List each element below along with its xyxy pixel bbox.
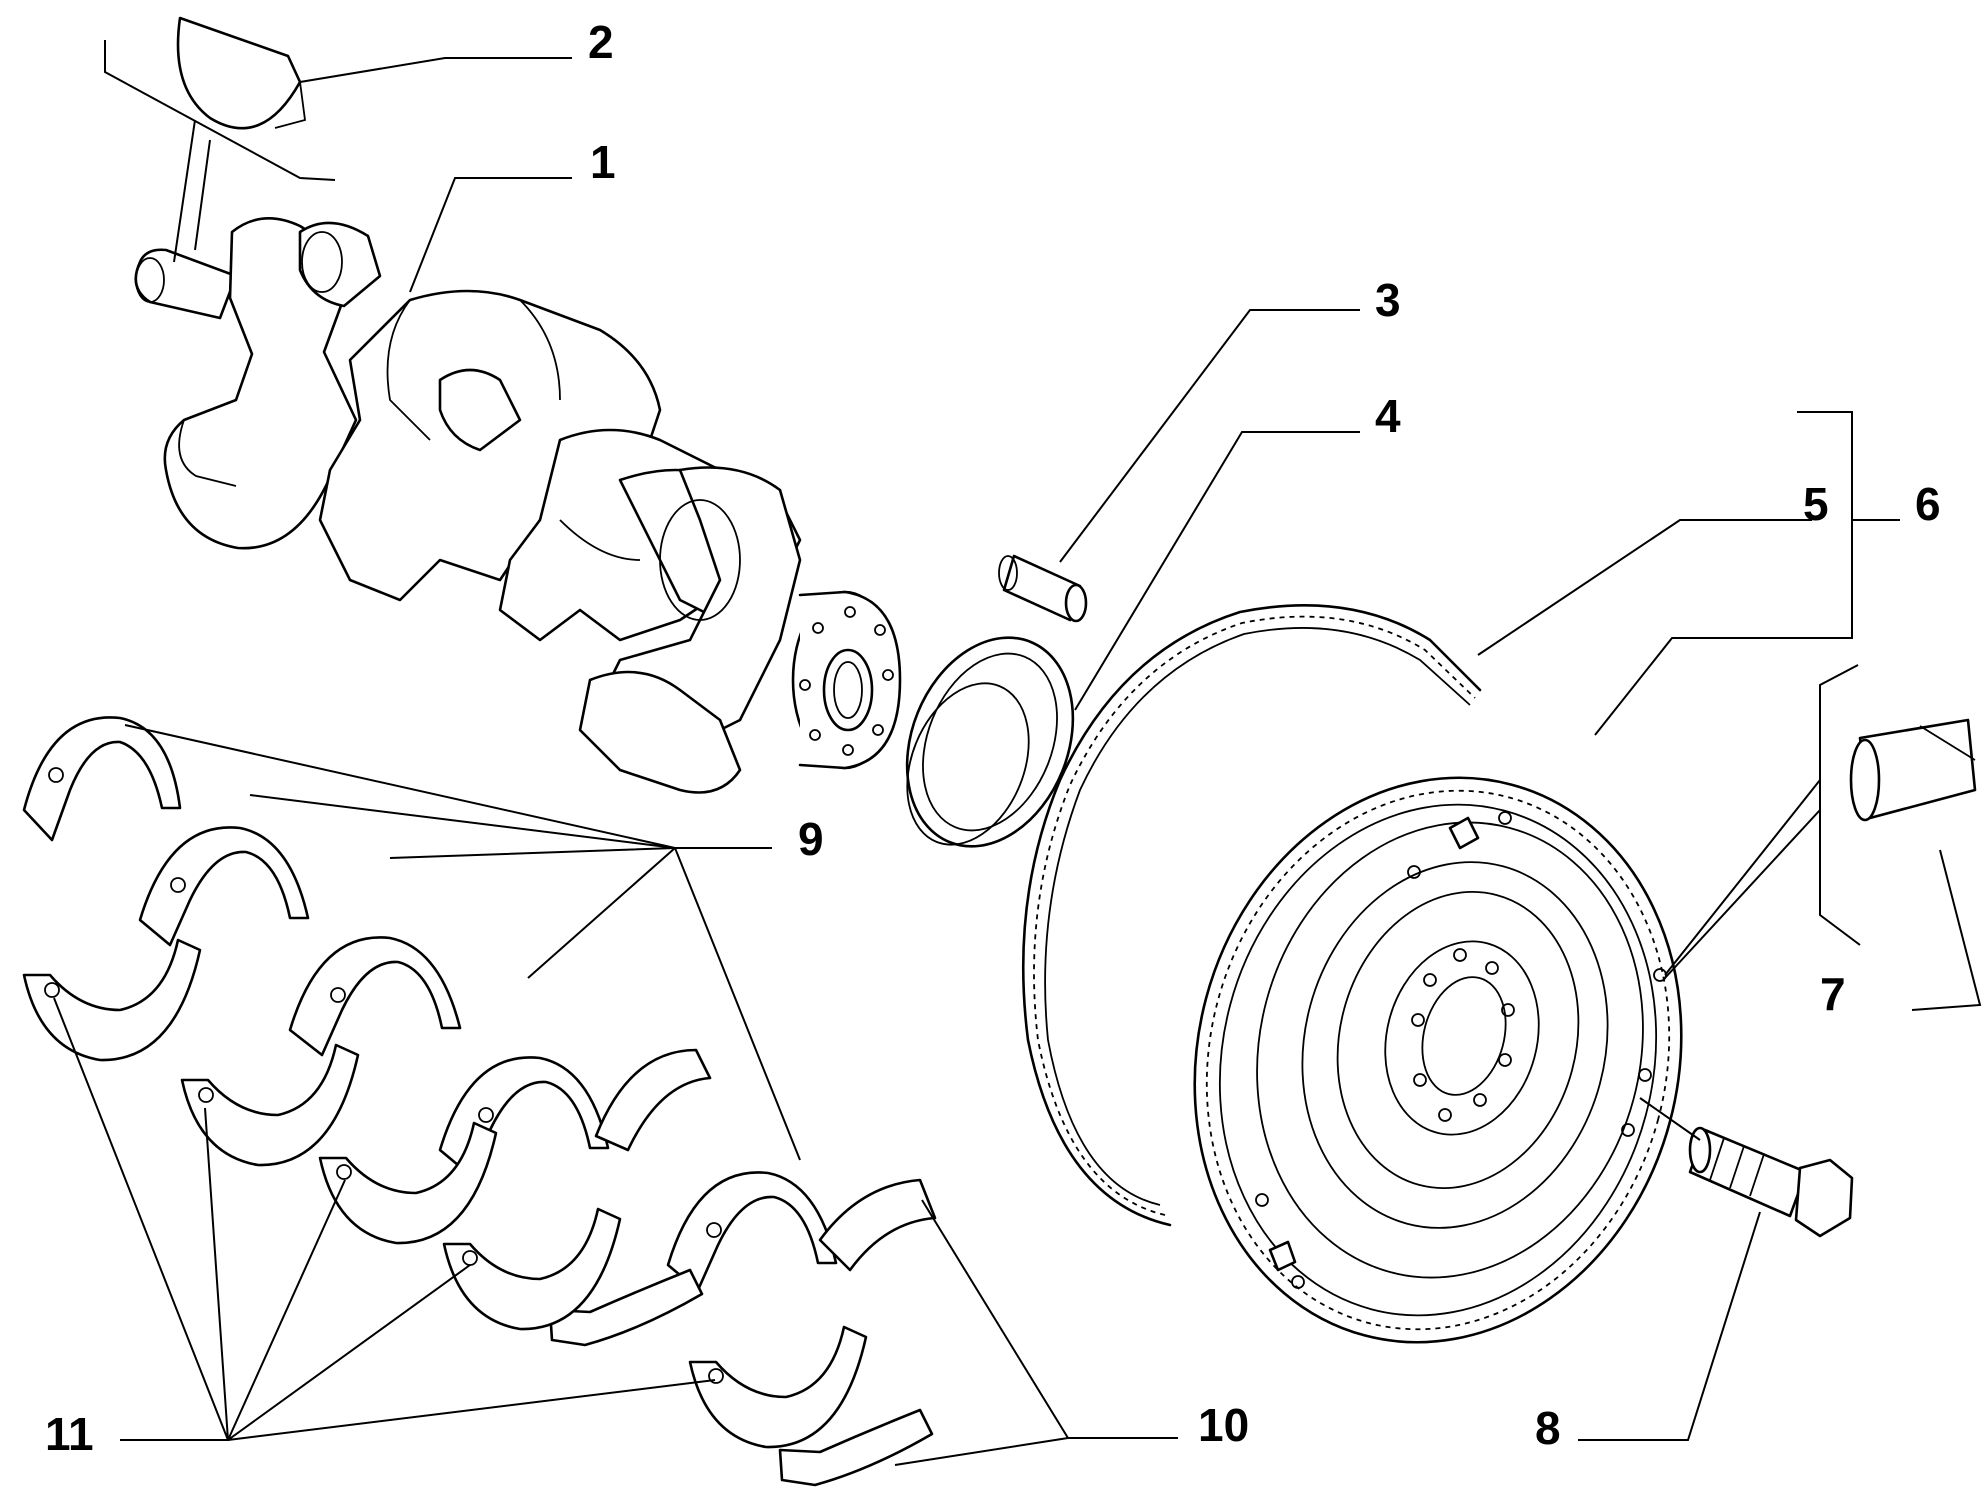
- crankshaft: [134, 216, 902, 794]
- callout-7: 7: [1820, 968, 1846, 1020]
- leader-4: [1074, 431, 1360, 711]
- callout-5: 5: [1803, 478, 1829, 530]
- leader-5: [1477, 519, 1812, 656]
- leader-2: [299, 57, 572, 83]
- leader-10: [894, 1199, 1178, 1466]
- callout-6: 6: [1915, 478, 1941, 530]
- leader-1: [409, 177, 572, 293]
- lower-bearing-shells: [22, 938, 868, 1449]
- flywheel: [1193, 776, 1683, 1344]
- callout-2: 2: [588, 16, 614, 68]
- leader-bracket-2-1: [104, 40, 336, 263]
- leader-3: [1059, 309, 1360, 563]
- leader-7: [1664, 664, 1982, 1011]
- leader-lines: [53, 40, 1982, 1466]
- dowel-pin: [998, 554, 1088, 623]
- leader-9: [124, 724, 801, 1161]
- callout-11: 11: [45, 1408, 94, 1460]
- leader-11: [53, 997, 716, 1441]
- callout-1: 1: [590, 136, 616, 188]
- oil-seal: [905, 636, 1075, 848]
- callout-9: 9: [798, 813, 824, 865]
- callout-8: 8: [1535, 1402, 1561, 1454]
- callout-10: 10: [1198, 1399, 1249, 1451]
- callout-3: 3: [1375, 274, 1401, 326]
- slotted-pin: [1849, 718, 1977, 822]
- callout-4: 4: [1375, 390, 1401, 442]
- thrust-washers: [548, 1048, 937, 1487]
- flywheel-bolt: [1688, 1126, 1854, 1238]
- callout-labels: 2 1 3 4 5 6 7 8 9 10 11: [45, 16, 1941, 1460]
- leader-6: [1594, 411, 1900, 736]
- woodruff-key: [176, 16, 306, 130]
- leader-8: [1578, 1097, 1761, 1441]
